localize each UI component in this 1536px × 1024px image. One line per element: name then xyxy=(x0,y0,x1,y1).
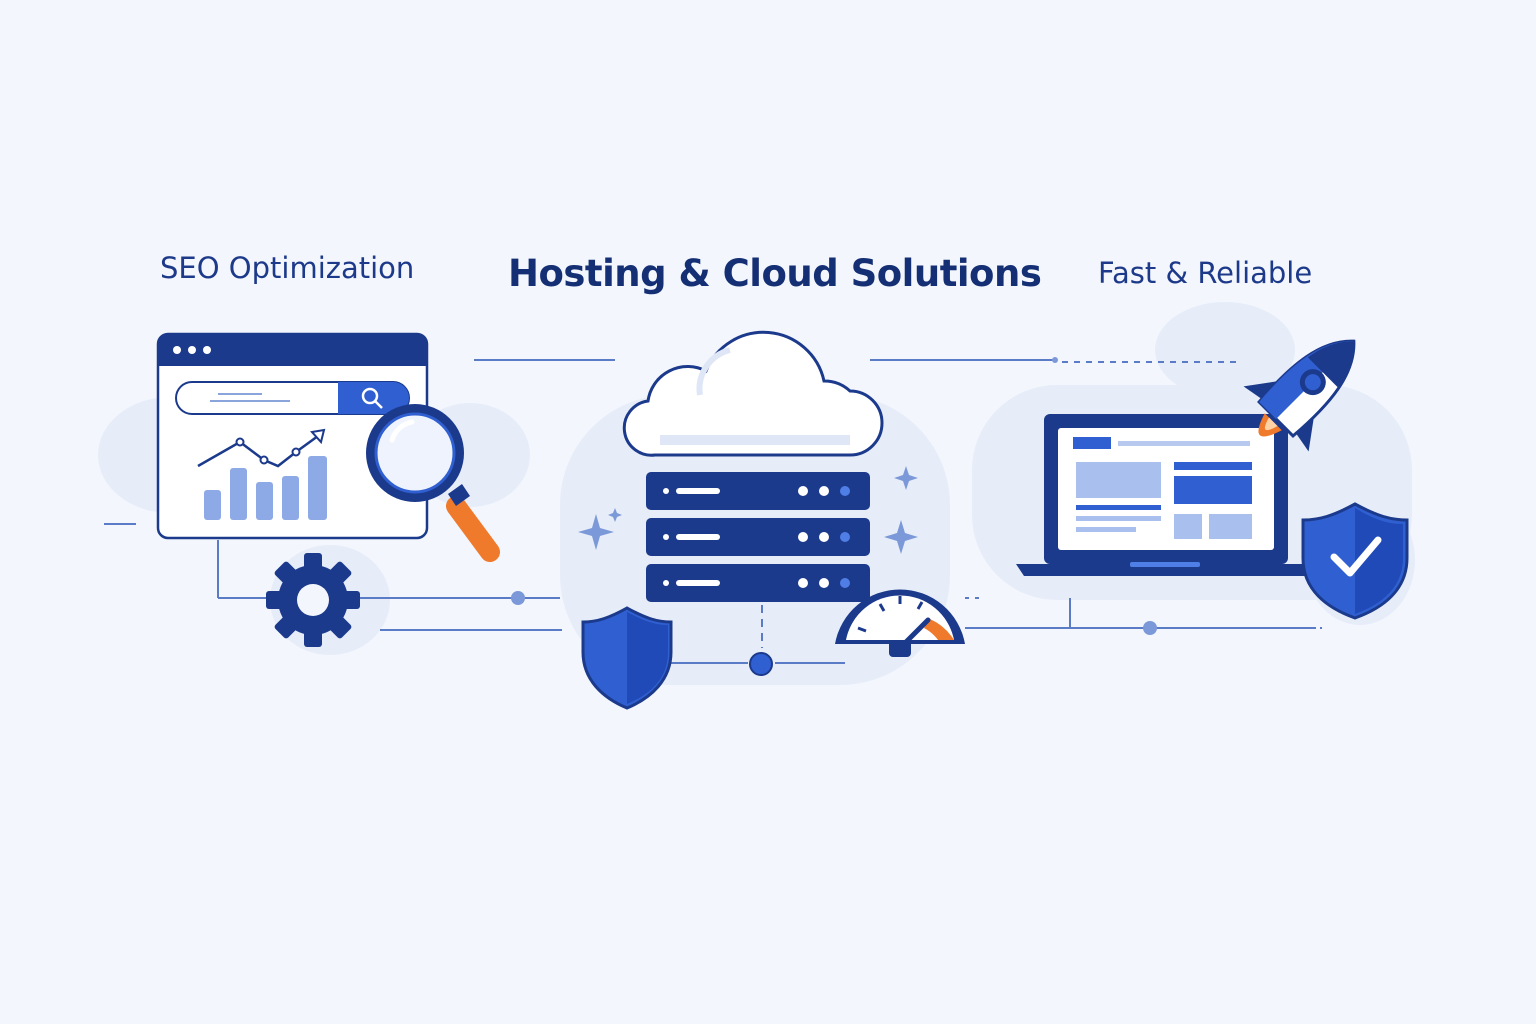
node-dot xyxy=(749,652,773,676)
bar-chart-icon xyxy=(197,428,327,520)
magnifier-icon xyxy=(366,404,500,562)
laptop-icon xyxy=(1016,414,1318,576)
fast-reliable-label: Fast & Reliable xyxy=(1098,256,1313,290)
seo-label: SEO Optimization xyxy=(160,251,415,285)
server-rack-icon xyxy=(646,472,870,602)
sparkle-icon xyxy=(578,466,918,554)
speedometer-icon xyxy=(835,589,965,657)
main-title: Hosting & Cloud Solutions xyxy=(508,252,1042,295)
cloud-icon xyxy=(622,330,884,457)
rocket-icon xyxy=(1243,339,1356,452)
shield-check-icon xyxy=(1301,502,1409,620)
search-icon xyxy=(361,387,383,409)
connector-dots xyxy=(511,357,1157,635)
shield-icon xyxy=(581,606,673,710)
connector-lines xyxy=(104,359,1322,664)
browser-window-icon xyxy=(156,332,429,540)
gear-icon xyxy=(266,553,360,647)
